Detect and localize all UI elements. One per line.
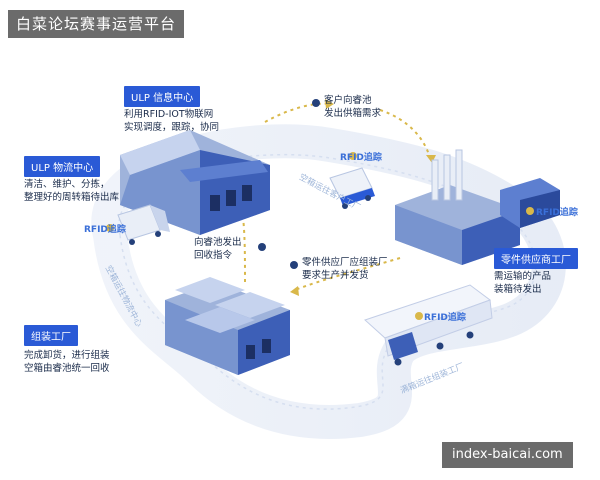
rfid-icon-right [526,207,534,215]
truck-left [117,204,170,245]
rfid-label-top: RFID追踪 [340,153,382,163]
note-customer-line1: 客户向睿池 [324,95,372,106]
arrow-head-2 [426,155,436,163]
desc-logistics-center: 清洁、维护、分拣， 整理好的周转箱待出库 [24,178,119,204]
note-customer-line2: 发出供箱需求 [324,108,382,119]
rfid-icon-bottom [415,312,423,320]
assembly-factory-building [165,277,290,375]
note-supplier-line2: 要求生产并发货 [302,270,369,281]
note-recycle-line2: 回收指令 [194,250,233,261]
arrow-customer-to-supplier [379,109,431,159]
truck-top [329,167,375,209]
note-dot-supplier [290,261,298,269]
rfid-icon-top [349,152,357,160]
arrow-info-to-customer [264,102,331,123]
rfid-icon-left [106,224,114,232]
desc-assembly-line2: 空箱由睿池统一回收 [24,363,110,374]
rfid-label-left: RFID追踪 [84,225,126,235]
road-loop [91,124,566,439]
tag-info-center: ULP 信息中心 [124,86,201,107]
desc-logistics-line1: 清洁、维护、分拣， [24,179,110,190]
desc-supplier-factory: 需运输的产品 装箱待发出 [494,270,551,296]
desc-info-center-line1: 利用RFID-IOT物联网 [124,109,214,120]
desc-info-center-line2: 实现调度，跟踪，协同 [124,122,220,133]
desc-supplier-line2: 装箱待发出 [494,284,542,295]
info-center-building [120,130,270,235]
supplier-factory-building [395,149,560,265]
note-recycle-order: 向睿池发出 回收指令 [194,236,242,262]
tag-assembly-factory: 组装工厂 [24,325,78,346]
note-dot-recycle [258,243,266,251]
note-customer-demand: 客户向睿池 发出供箱需求 [324,94,381,120]
arrow-head-1 [325,99,334,109]
page-banner: 白菜论坛赛事运营平台 [8,10,185,38]
desc-supplier-line1: 需运输的产品 [494,271,552,282]
arrow-supplier-to-assembly [294,257,401,291]
watermark: index-baicai.com [442,442,573,468]
note-supplier-order: 零件供应厂应组装厂 要求生产并发货 [302,256,388,282]
tag-logistics-center: ULP 物流中心 [24,156,101,177]
desc-info-center: 利用RFID-IOT物联网 实现调度，跟踪，协同 [124,108,219,134]
rfid-label-bottom: RFID追踪 [424,313,466,323]
note-recycle-line1: 向睿池发出 [194,237,242,248]
tag-supplier-factory: 零件供应商工厂 [494,248,578,269]
desc-assembly-line1: 完成卸货，进行组装 [24,350,110,361]
arrow-head-3 [290,286,299,296]
note-supplier-line1: 零件供应厂应组装厂 [302,257,388,268]
truck-bottom [364,284,493,366]
desc-logistics-line2: 整理好的周转箱待出库 [24,192,120,203]
desc-assembly-factory: 完成卸货，进行组装 空箱由睿池统一回收 [24,349,110,375]
note-dot-customer [312,99,320,107]
rfid-label-right: RFID追踪 [536,208,578,218]
